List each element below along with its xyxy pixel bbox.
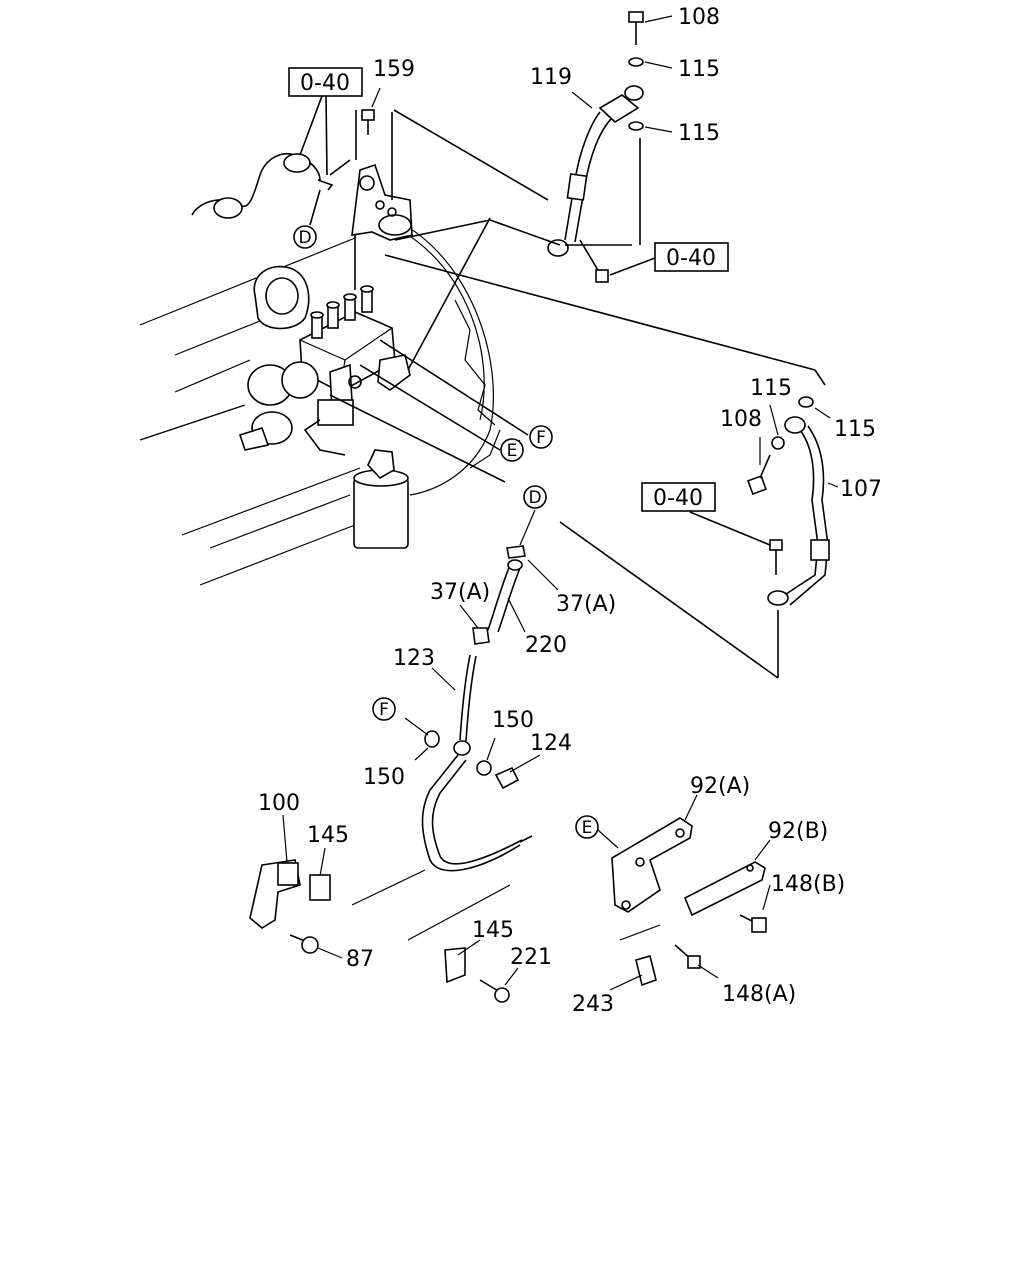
callout-115-mid: 115 (678, 121, 720, 146)
engine-block-illustration (139, 163, 501, 586)
callout-159: 159 (373, 57, 415, 82)
hose-220-and-pipe-123 (421, 545, 533, 872)
svg-text:E: E (582, 818, 593, 838)
svg-text:D: D (528, 488, 541, 508)
pipe-119 (547, 11, 644, 283)
callout-115-r1: 115 (750, 376, 792, 401)
return-line-assembly (191, 109, 375, 219)
marker-e-low: E (575, 815, 599, 839)
callout-148b: 148(B) (771, 872, 845, 897)
bracket-92-assembly (611, 817, 767, 987)
callout-220: 220 (525, 633, 567, 658)
callout-115-r2: 115 (834, 417, 876, 442)
callout-150-right: 150 (492, 708, 534, 733)
callout-150-left: 150 (363, 765, 405, 790)
svg-text:F: F (379, 700, 389, 720)
svg-text:E: E (507, 441, 518, 461)
ref-box-right: 0-40 (641, 482, 716, 512)
ref-box-label: 0-40 (653, 486, 703, 511)
callout-148a: 148(A) (722, 982, 796, 1007)
part-callouts: 108 115 119 115 159 115 108 115 107 37(A… (258, 5, 882, 1017)
callout-145-bottom: 145 (472, 918, 514, 943)
ref-box-label: 0-40 (666, 246, 716, 271)
bracket-100-assembly (249, 859, 511, 1003)
marker-f-mid: F (529, 425, 553, 449)
callout-92b: 92(B) (768, 819, 828, 844)
callout-145-left: 145 (307, 823, 349, 848)
callout-37a-right: 37(A) (556, 592, 616, 617)
callout-115-top: 115 (678, 57, 720, 82)
callout-124: 124 (530, 731, 572, 756)
marker-d-mid: D (523, 485, 547, 509)
callout-37a-left: 37(A) (430, 580, 490, 605)
callout-87: 87 (346, 947, 374, 972)
callout-100: 100 (258, 791, 300, 816)
svg-text:D: D (298, 228, 311, 248)
callout-243: 243 (572, 992, 614, 1017)
marker-f-low: F (372, 697, 396, 721)
callout-119: 119 (530, 65, 572, 90)
callout-123: 123 (393, 646, 435, 671)
callout-108-top: 108 (678, 5, 720, 30)
svg-text:F: F (536, 428, 546, 448)
callout-221: 221 (510, 945, 552, 970)
marker-e-mid: E (500, 438, 524, 462)
connection-lines (299, 95, 826, 679)
ref-box-upper-right: 0-40 (654, 242, 729, 272)
marker-d-top: D (293, 225, 317, 249)
callout-107: 107 (840, 477, 882, 502)
pipe-107 (747, 396, 830, 606)
ref-box-label: 0-40 (300, 71, 350, 96)
callout-92a: 92(A) (690, 774, 750, 799)
callout-108-r: 108 (720, 407, 762, 432)
ref-box-top-left: 0-40 (288, 67, 363, 97)
